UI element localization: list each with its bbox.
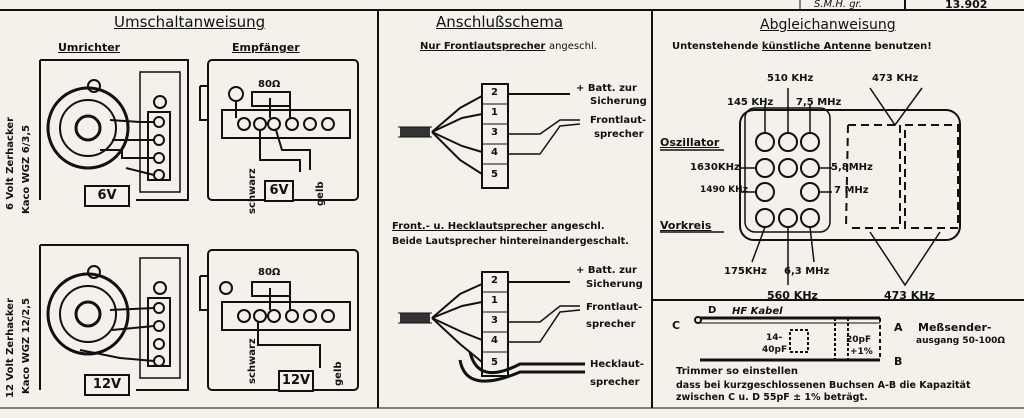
top-batt-label-1: + Batt. zur — [576, 83, 637, 94]
bottom-terminal: 2 — [491, 275, 498, 286]
bottom-batt-label-1: + Batt. zur — [576, 265, 637, 276]
freq-1630: 1630KHz — [690, 162, 740, 173]
bottom-heck-label-1: Hecklaut- — [590, 359, 644, 370]
bottom-batt-label-2: Sicherung — [586, 279, 643, 290]
anschluss-bottom-subtitle-rest: angeschl. — [550, 221, 605, 232]
trimmer-value-1: 14- — [766, 333, 783, 343]
freq-473-bottom: 473 KHz — [884, 289, 935, 302]
bottom-side-label-2: Kaco WGZ 12/2,5 — [21, 297, 32, 394]
top-voltage-right: 6V — [264, 180, 294, 202]
freq-175: 175KHz — [724, 266, 767, 277]
instruction-line-2: dass bei kurzgeschlossenen Buchsen A-B d… — [676, 380, 971, 391]
bottom-side-label-1: 12 Volt Zerhacker — [5, 297, 16, 398]
top-terminal: 3 — [491, 127, 498, 138]
messsender-label-1: Meßsender- — [918, 321, 992, 334]
bottom-terminal: 5 — [491, 357, 498, 368]
bottom-resistor-label: 80Ω — [258, 267, 281, 278]
freq-560: 560 KHz — [767, 289, 818, 302]
document-number: 13.902 — [945, 0, 988, 11]
bottom-voltage-right: 12V — [278, 370, 314, 392]
freq-145: 145 KHz — [727, 97, 774, 108]
terminal-c: C — [672, 319, 681, 332]
abgleich-title: Abgleichanweisung — [760, 17, 896, 33]
freq-5-8: 5,8MHz — [831, 162, 873, 173]
freq-510: 510 KHz — [767, 73, 814, 84]
freq-473-top: 473 KHz — [872, 73, 919, 84]
terminal-d: D — [708, 305, 717, 316]
bottom-front-label-2: sprecher — [586, 319, 636, 330]
abgleich-subtitle-pre: Untenstehende — [672, 41, 759, 52]
anschluss-bottom-subtitle: Front.- u. Hecklautsprecher angeschl. — [392, 222, 605, 232]
top-terminal: 1 — [491, 107, 498, 118]
hf-kabel-label: HF Kabel — [732, 306, 783, 317]
abgleich-subtitle: Untenstehende künstliche Antenne benutze… — [672, 42, 932, 52]
bottom-wire-gelb: gelb — [333, 361, 344, 386]
bottom-terminal: 3 — [491, 315, 498, 326]
top-wire-schwarz: schwarz — [247, 168, 258, 214]
terminal-b: B — [894, 355, 903, 368]
header-note: S.M.H. gr. — [814, 0, 862, 10]
bottom-heck-label-2: sprecher — [590, 377, 640, 388]
anschluss-bottom-subtitle-2: Beide Lautsprecher hintereinandergeschal… — [392, 236, 629, 247]
umrichter-label: Umrichter — [58, 41, 121, 54]
bottom-wire-schwarz: schwarz — [247, 338, 258, 384]
top-voltage-left: 6V — [84, 185, 130, 207]
top-terminal: 2 — [491, 87, 498, 98]
top-batt-label-2: Sicherung — [590, 96, 647, 107]
empfaenger-label: Empfänger — [232, 41, 300, 54]
top-front-label-2: sprecher — [594, 129, 644, 140]
top-terminal: 4 — [491, 147, 498, 158]
messsender-label-2: ausgang 50-100Ω — [916, 336, 1006, 346]
top-resistor-label: 80Ω — [258, 79, 281, 90]
freq-7-5: 7,5 MHz — [796, 97, 842, 108]
freq-6-3: 6,3 MHz — [784, 266, 830, 277]
bottom-voltage-left: 12V — [84, 374, 130, 396]
freq-1490: 1490 KHz — [700, 185, 748, 195]
capacitor-value-2: +1% — [850, 347, 873, 357]
top-side-label-2: Kaco WGZ 6/3,5 — [21, 124, 32, 214]
abgleich-subtitle-post: benutzen! — [874, 41, 932, 52]
bottom-terminal: 1 — [491, 295, 498, 306]
bottom-front-label-1: Frontlaut- — [586, 302, 643, 313]
anschluss-title: Anschlußschema — [436, 13, 564, 31]
trimmer-value-2: 40pF — [762, 345, 788, 355]
instruction-line-1: Trimmer so einstellen — [676, 366, 799, 377]
anschluss-top-subtitle-rest: angeschl. — [548, 41, 597, 52]
anschluss-top-subtitle-bold: Nur Frontlautsprecher — [420, 41, 546, 52]
anschluss-bottom-subtitle-bold: Front.- u. Hecklautsprecher — [392, 221, 548, 232]
top-wire-gelb: gelb — [315, 181, 326, 206]
instruction-line-3: zwischen C u. D 55pF ± 1% beträgt. — [676, 392, 868, 403]
umschalt-title: Umschaltanweisung — [114, 13, 266, 31]
capacitor-value-1: 20pF — [846, 335, 872, 345]
top-terminal: 5 — [491, 169, 498, 180]
freq-7: 7 MHz — [834, 185, 869, 196]
top-front-label-1: Frontlaut- — [590, 115, 647, 126]
top-side-label-1: 6 Volt Zerhacker — [5, 116, 16, 210]
oszillator-label: Oszillator — [660, 136, 720, 149]
abgleich-subtitle-underlined: künstliche Antenne — [761, 41, 872, 52]
vorkreis-label: Vorkreis — [660, 219, 712, 232]
terminal-a: A — [894, 321, 903, 334]
bottom-terminal: 4 — [491, 335, 498, 346]
anschluss-top-subtitle: Nur Frontlautsprecher angeschl. — [420, 42, 597, 52]
